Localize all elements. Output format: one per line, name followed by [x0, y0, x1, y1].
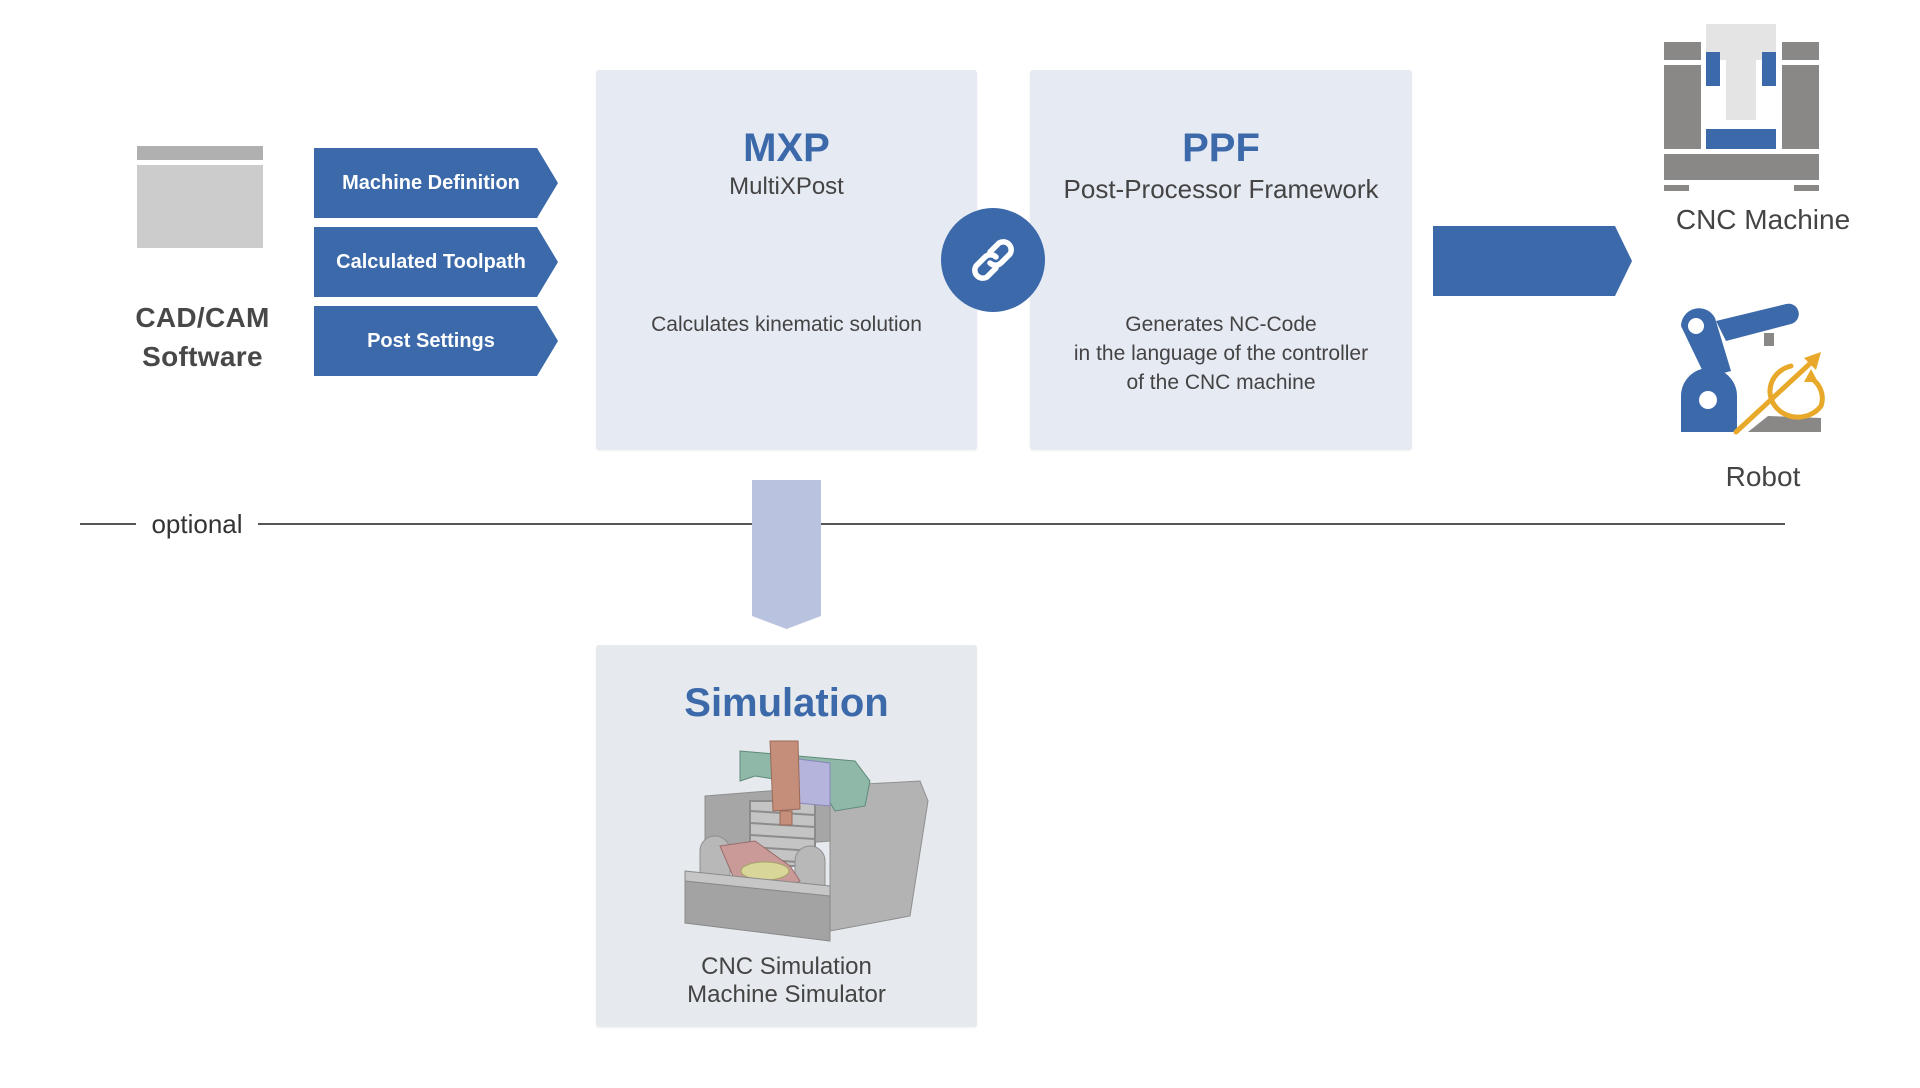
ppf-subtitle: Post-Processor Framework [1063, 174, 1379, 204]
optional-label: optional [151, 509, 243, 539]
input-label: Post Settings [367, 329, 495, 352]
optional-divider-right [258, 523, 1785, 525]
robot-label: Robot [1725, 461, 1801, 492]
input-arrow-machine-definition: Machine Definition [314, 148, 558, 218]
input-label: Machine Definition [342, 171, 520, 194]
simulation-caption-line1: CNC Simulation [701, 953, 872, 980]
optional-down-arrow [752, 480, 821, 629]
cnc-machine-icon [1664, 24, 1819, 191]
cad-cam-label: CAD/CAM Software [100, 298, 305, 376]
simulation-caption: CNC Simulation Machine Simulator [596, 953, 977, 1009]
ppf-box: PPF Post-Processor Framework Generates N… [1030, 70, 1412, 450]
link-icon [972, 239, 1014, 281]
cad-cam-label-line1: CAD/CAM [135, 302, 270, 333]
mxp-title: MXP [743, 126, 830, 170]
robot-arm-icon [1681, 303, 1825, 435]
optional-divider-left [80, 523, 136, 525]
output-arrow [1433, 226, 1632, 296]
input-label: Calculated Toolpath [336, 250, 526, 273]
cnc-machine-label: CNC Machine [1675, 204, 1851, 235]
mxp-subtitle: MultiXPost [729, 173, 844, 200]
simulation-box: Simulation CNC Simulation [596, 645, 977, 1027]
ppf-description-line: in the language of the controller [1073, 342, 1369, 365]
input-arrow-post-settings: Post Settings [314, 306, 558, 376]
mxp-description: Calculates kinematic solution [651, 313, 922, 336]
ppf-description-line: of the CNC machine [1126, 371, 1316, 394]
ppf-description-line: Generates NC-Code [1125, 313, 1317, 336]
ppf-title: PPF [1182, 126, 1260, 170]
simulation-title: Simulation [684, 681, 889, 725]
simulation-caption-line2: Machine Simulator [687, 981, 886, 1008]
input-arrow-calculated-toolpath: Calculated Toolpath [314, 227, 558, 297]
cad-window-icon [137, 165, 263, 248]
cad-cam-label-line2: Software [142, 341, 263, 372]
cnc-machine-3d-render [684, 740, 929, 942]
link-connector [941, 208, 1045, 312]
ppf-description: Generates NC-Code in the language of the… [1030, 310, 1412, 397]
mxp-box: MXP MultiXPost Calculates kinematic solu… [596, 70, 977, 450]
cad-window-titlebar-icon [137, 146, 263, 160]
